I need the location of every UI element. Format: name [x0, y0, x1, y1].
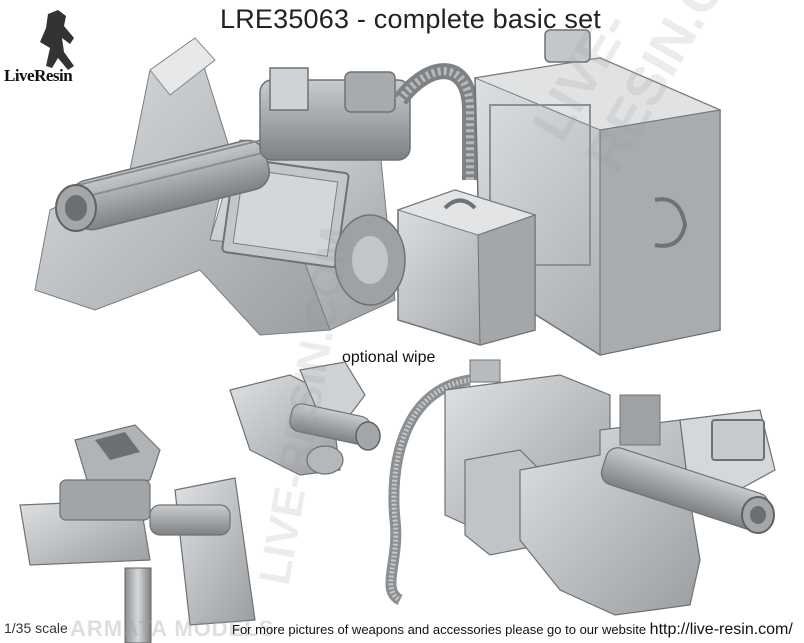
website-url: http://live-resin.com/: [649, 621, 793, 638]
soldier-logo-figure: [40, 10, 74, 70]
scale-label: 1/35 scale: [4, 620, 68, 636]
watermark-bottom: ARMATA MODELS: [70, 616, 275, 641]
mounted-gun-view: [19, 424, 256, 643]
optional-wipe-caption: optional wipe: [342, 349, 436, 366]
optional-wipe-detail: [229, 361, 381, 476]
minigun-barrels: [55, 67, 411, 232]
brand-logo: LiveResin: [4, 66, 73, 85]
assembled-view: [385, 359, 776, 616]
page-title: LRE35063 - complete basic set: [220, 4, 602, 34]
small-ammo-box: [396, 189, 537, 346]
large-ammo-box: [473, 29, 722, 356]
footer-message: For more pictures of weapons and accesso…: [232, 622, 650, 637]
belt-coil: [334, 214, 406, 306]
footer-text: For more pictures of weapons and accesso…: [232, 621, 793, 639]
ammo-feed-chute: [393, 63, 478, 180]
